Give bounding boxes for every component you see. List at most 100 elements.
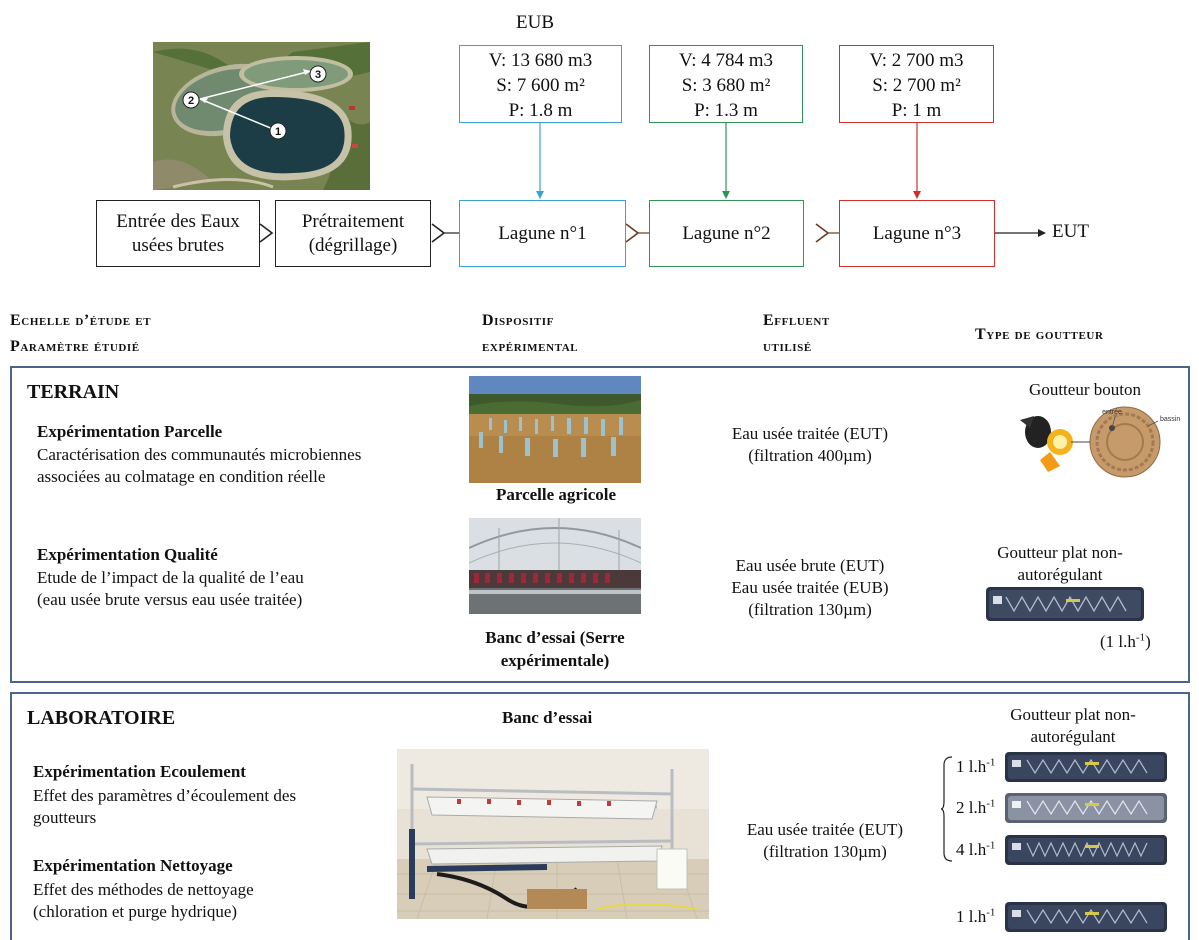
- parcel-caption: Parcelle agricole: [495, 485, 617, 504]
- header-effluent: Effluent utilisé: [763, 308, 830, 360]
- exp-nettoyage-title: Expérimentation Nettoyage: [33, 856, 233, 875]
- greenhouse-caption: Banc d’essai (Serre expérimentale): [455, 626, 655, 672]
- exp-parcelle-desc: Caractérisation des communautés microbie…: [37, 444, 361, 488]
- lagune-2-params: V: 4 784 m3 S: 3 680 m² P: 1.3 m: [649, 45, 803, 123]
- header-device: Dispositif expérimental: [482, 308, 578, 360]
- exp-parcelle-desc-line2: associées au colmatage en condition réel…: [37, 467, 326, 486]
- output-eut-label: EUT: [1052, 221, 1089, 242]
- flat-dripper-image-1lh-cleaning: [1005, 902, 1167, 932]
- entry-label-line1: Entrée des Eaux: [116, 210, 240, 232]
- lagune-1-depth: P: 1.8 m: [508, 100, 573, 121]
- flat-dripper-title-terrain-line2: autorégulant: [1017, 565, 1103, 584]
- terrain-section: [10, 366, 1190, 683]
- button-dripper-illustration: entrée bassin: [1020, 406, 1180, 478]
- lab-rate-2-value: 2 l.h: [956, 798, 987, 817]
- terrain-title: TERRAIN: [27, 381, 120, 403]
- exp-qualite-desc: Etude de l’impact de la qualité de l’eau…: [37, 567, 304, 611]
- header-scale: Echelle d’étude et Paramètre étudié: [10, 308, 151, 360]
- lagune-3-params: V: 2 700 m3 S: 2 700 m² P: 1 m: [839, 45, 994, 123]
- lab-rate-1: 1 l.h-1: [956, 757, 995, 777]
- lab-rate-4-exp: -1: [986, 906, 996, 919]
- lab-rate-4: 1 l.h-1: [956, 907, 995, 927]
- lab-rate-2: 2 l.h-1: [956, 798, 995, 818]
- exp-ecoulement-desc-line2: goutteurs: [33, 808, 97, 827]
- flat-dripper-title-terrain: Goutteur plat non- autorégulant: [980, 542, 1140, 586]
- flat-dripper-title-lab-line2: autorégulant: [1030, 727, 1116, 746]
- header-device-line2: expérimental: [482, 338, 579, 355]
- rate-brace: [940, 756, 953, 862]
- dripper-label-entree: entrée: [1102, 409, 1122, 416]
- exp-ecoulement-title: Expérimentation Ecoulement: [33, 762, 246, 781]
- header-scale-line2: Paramètre étudié: [10, 338, 140, 355]
- aerial-marker-3: 3: [315, 69, 321, 81]
- flow-connectors: [259, 123, 1046, 243]
- eub-label: EUB: [516, 12, 554, 33]
- entry-box: Entrée des Eaux usées brutes: [96, 200, 260, 267]
- terrain-exp1-effluent: Eau usée traitée (EUT) (filtration 400µm…: [705, 423, 915, 467]
- dripper-label-bassin: bassin: [1160, 416, 1180, 423]
- terrain-exp2-effluent: Eau usée brute (EUT) Eau usée traitée (E…: [705, 555, 915, 621]
- lagoon-aerial-photo: 1 2 3: [153, 42, 370, 190]
- terrain-exp1-effluent-line1: Eau usée traitée (EUT): [731, 424, 889, 443]
- terrain-exp2-effluent-line3: (filtration 130µm): [748, 600, 872, 619]
- lagune-1-surface: S: 7 600 m²: [496, 75, 585, 96]
- greenhouse-photo: [469, 518, 641, 614]
- flat-dripper-image-terrain: [986, 587, 1144, 621]
- greenhouse-caption-line1: Banc d’essai (Serre: [485, 628, 625, 647]
- lab-rate-3-exp: -1: [986, 839, 996, 852]
- pretreatment-label-line2: (dégrillage): [308, 234, 398, 256]
- exp-nettoyage-desc-line2: (chloration et purge hydrique): [33, 902, 238, 921]
- flat-dripper-image-2lh: [1005, 793, 1167, 823]
- exp-parcelle-desc-line1: Caractérisation des communautés microbie…: [37, 445, 362, 464]
- entry-label-line2: usées brutes: [131, 234, 225, 256]
- flat-dripper-title-lab-line1: Goutteur plat non-: [1010, 705, 1136, 724]
- lab-effluent-line1: Eau usée traitée (EUT): [746, 820, 904, 839]
- terrain-exp2-effluent-line1: Eau usée brute (EUT): [735, 556, 885, 575]
- header-device-line1: Dispositif: [482, 312, 554, 329]
- lab-rate-3: 4 l.h-1: [956, 840, 995, 860]
- exp-ecoulement-desc: Effet des paramètres d’écoulement des go…: [33, 785, 296, 829]
- lagune-2-box: Lagune n°2: [649, 200, 804, 267]
- aerial-marker-1: 1: [275, 126, 281, 138]
- terrain-flow-rate-value: (1 l.h: [1100, 632, 1136, 651]
- greenhouse-caption-line2: expérimentale): [500, 651, 610, 670]
- lab-rate-1-exp: -1: [986, 756, 996, 769]
- laboratoire-title: LABORATOIRE: [27, 707, 176, 729]
- lab-bench-photo: [397, 749, 709, 919]
- exp-qualite-title: Expérimentation Qualité: [37, 545, 218, 564]
- terrain-flow-rate: (1 l.h-1): [1100, 632, 1151, 652]
- lagune-2-volume: V: 4 784 m3: [678, 50, 774, 71]
- lab-rate-4-value: 1 l.h: [956, 907, 987, 926]
- lagune-2-surface: S: 3 680 m²: [681, 75, 771, 96]
- lagune-1-params: V: 13 680 m3 S: 7 600 m² P: 1.8 m: [459, 45, 622, 123]
- lagune-3-surface: S: 2 700 m²: [872, 75, 961, 96]
- lab-rate-1-value: 1 l.h: [956, 757, 987, 776]
- exp-ecoulement-desc-line1: Effet des paramètres d’écoulement des: [33, 786, 297, 805]
- header-effluent-line1: Effluent: [763, 312, 830, 329]
- button-dripper-title: Goutteur bouton: [1029, 380, 1141, 399]
- flat-dripper-image-4lh: [1005, 835, 1167, 865]
- terrain-exp2-effluent-line2: Eau usée traitée (EUB): [731, 578, 889, 597]
- header-scale-line1: Echelle d’étude et: [10, 312, 152, 329]
- lagune-1-volume: V: 13 680 m3: [488, 50, 593, 71]
- lagune-2-depth: P: 1.3 m: [694, 100, 758, 121]
- lagune-1-box: Lagune n°1: [459, 200, 626, 267]
- lab-effluent: Eau usée traitée (EUT) (filtration 130µm…: [720, 819, 930, 863]
- lagune-3-box: Lagune n°3: [839, 200, 995, 267]
- terrain-flow-rate-exp: -1: [1135, 631, 1146, 644]
- exp-qualite-desc-line1: Etude de l’impact de la qualité de l’eau: [37, 568, 304, 587]
- flat-dripper-title-lab: Goutteur plat non- autorégulant: [993, 704, 1153, 748]
- aerial-marker-2: 2: [188, 95, 194, 107]
- terrain-exp1-effluent-line2: (filtration 400µm): [748, 446, 872, 465]
- flat-dripper-image-1lh: [1005, 752, 1167, 782]
- lab-effluent-line2: (filtration 130µm): [763, 842, 887, 861]
- exp-qualite-desc-line2: (eau usée brute versus eau usée traitée): [37, 590, 303, 609]
- header-dripper: Type de goutteur: [975, 326, 1104, 343]
- lagune-3-depth: P: 1 m: [891, 100, 942, 121]
- pretreatment-box: Prétraitement (dégrillage): [275, 200, 431, 267]
- lab-rate-3-value: 4 l.h: [956, 840, 987, 859]
- flat-dripper-title-terrain-line1: Goutteur plat non-: [997, 543, 1123, 562]
- lab-rate-2-exp: -1: [986, 797, 996, 810]
- header-effluent-line2: utilisé: [763, 338, 812, 355]
- lab-device-title: Banc d’essai: [502, 708, 593, 727]
